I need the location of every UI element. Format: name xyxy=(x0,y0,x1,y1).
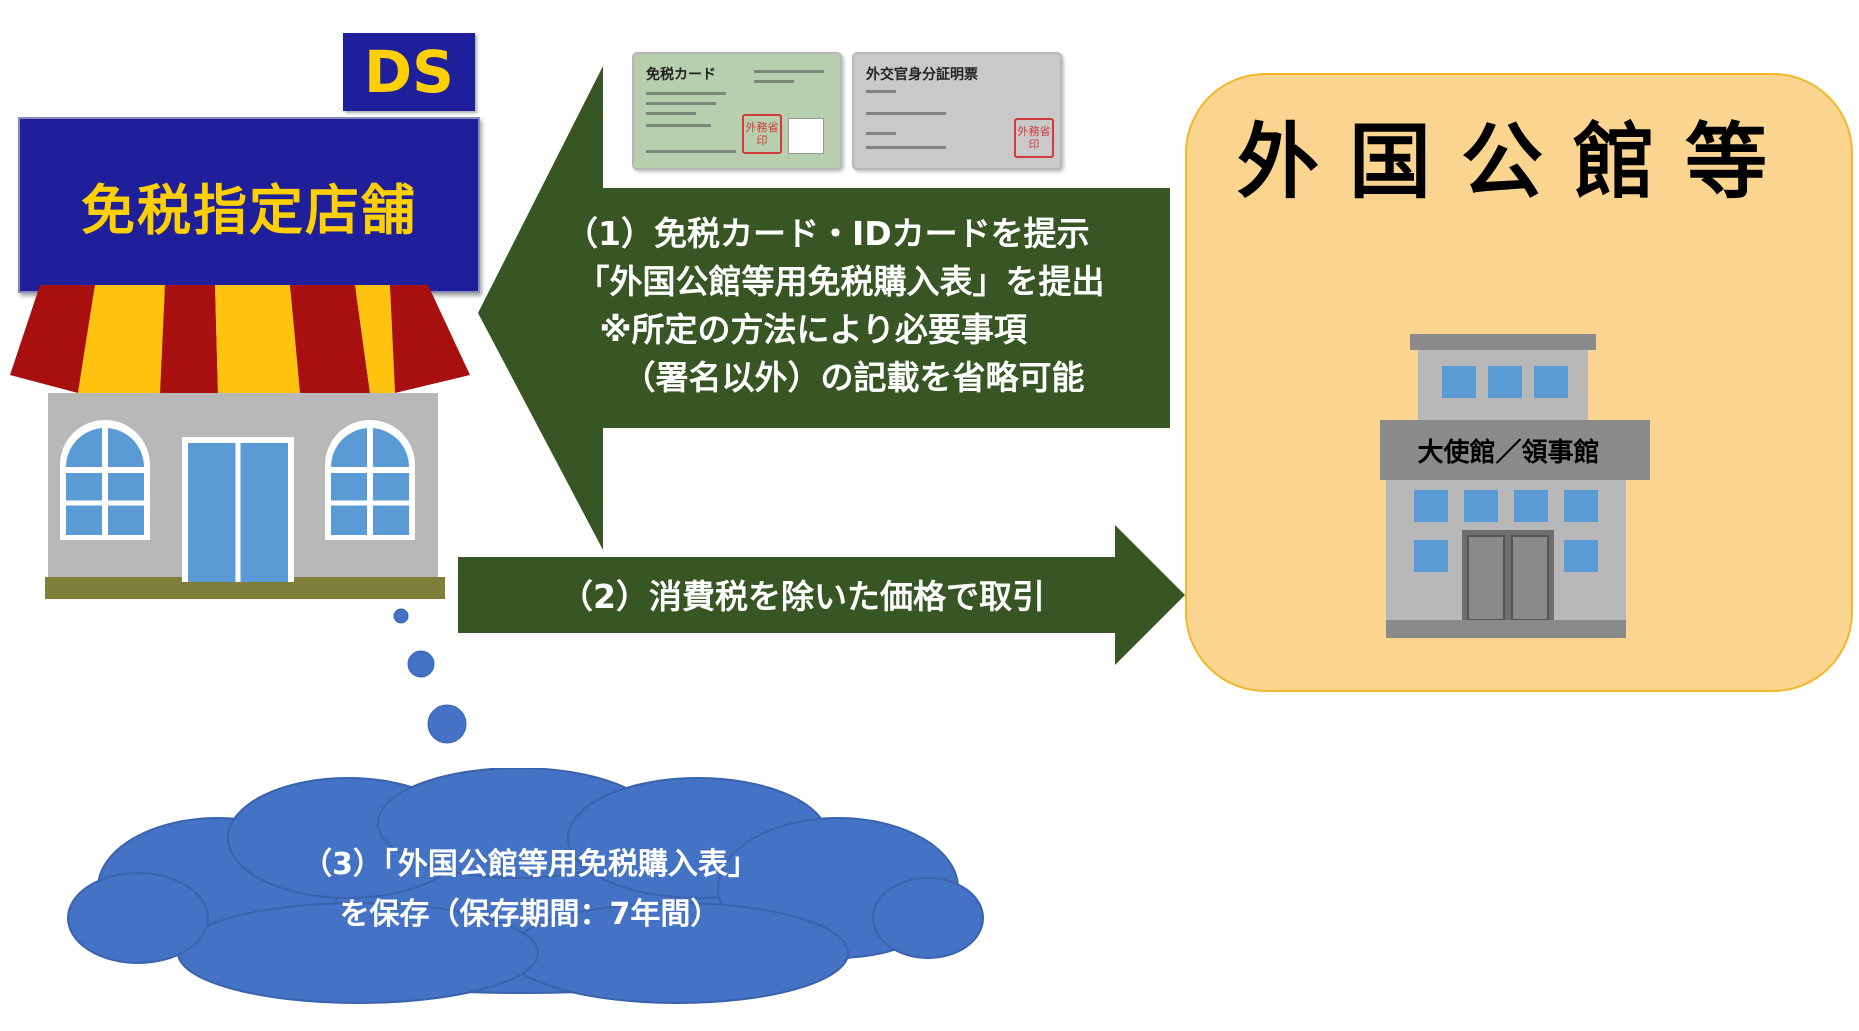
card-line xyxy=(646,124,711,127)
card-line xyxy=(754,70,824,73)
thought-bubbles xyxy=(393,608,467,744)
ds-badge: DS xyxy=(343,33,475,111)
card-line xyxy=(866,146,946,149)
store-sign: 免税指定店舗 xyxy=(18,117,480,293)
card-line xyxy=(754,80,794,83)
storage-cloud xyxy=(67,768,984,1004)
tax-exemption-card: 免税カード 外務省印 xyxy=(632,52,842,170)
embassy-title: 外国公館等 xyxy=(1236,114,1797,210)
embassy-building-label: 大使館／領事館 xyxy=(1417,437,1600,468)
card-b-title: 外交官身分証明票 xyxy=(866,67,978,83)
store-base xyxy=(45,577,445,599)
arrow-transaction xyxy=(458,525,1185,665)
arrow-present-cards xyxy=(478,66,1170,550)
card-line xyxy=(646,92,726,95)
card-line xyxy=(866,90,896,93)
card-line xyxy=(646,150,736,153)
card-line xyxy=(866,112,946,115)
seal-icon: 外務省印 xyxy=(742,114,782,154)
store-door xyxy=(182,437,294,582)
store-building-illustration xyxy=(10,285,470,599)
card-line xyxy=(866,132,896,135)
cloud-text: （3）「外国公館等用免税購入表」 を保存（保存期間：7年間） xyxy=(302,847,758,932)
card-line xyxy=(646,112,696,115)
seal-icon: 外務省印 xyxy=(1014,118,1054,158)
left-window xyxy=(60,420,150,540)
card-line xyxy=(646,102,716,105)
diplomat-id-card: 外交官身分証明票 外務省印 xyxy=(852,52,1062,170)
card-a-title: 免税カード xyxy=(646,67,716,83)
arrow1-text: （1）免税カード・IDカードを提示 「外国公館等用免税購入表」を提出 ※所定の方… xyxy=(565,214,1105,397)
embassy-building-icon xyxy=(1380,334,1650,638)
right-window xyxy=(325,420,415,540)
arrow2-text: （2）消費税を除いた価格で取引 xyxy=(560,577,1045,616)
awning xyxy=(10,285,470,393)
photo-placeholder-icon xyxy=(788,118,824,154)
